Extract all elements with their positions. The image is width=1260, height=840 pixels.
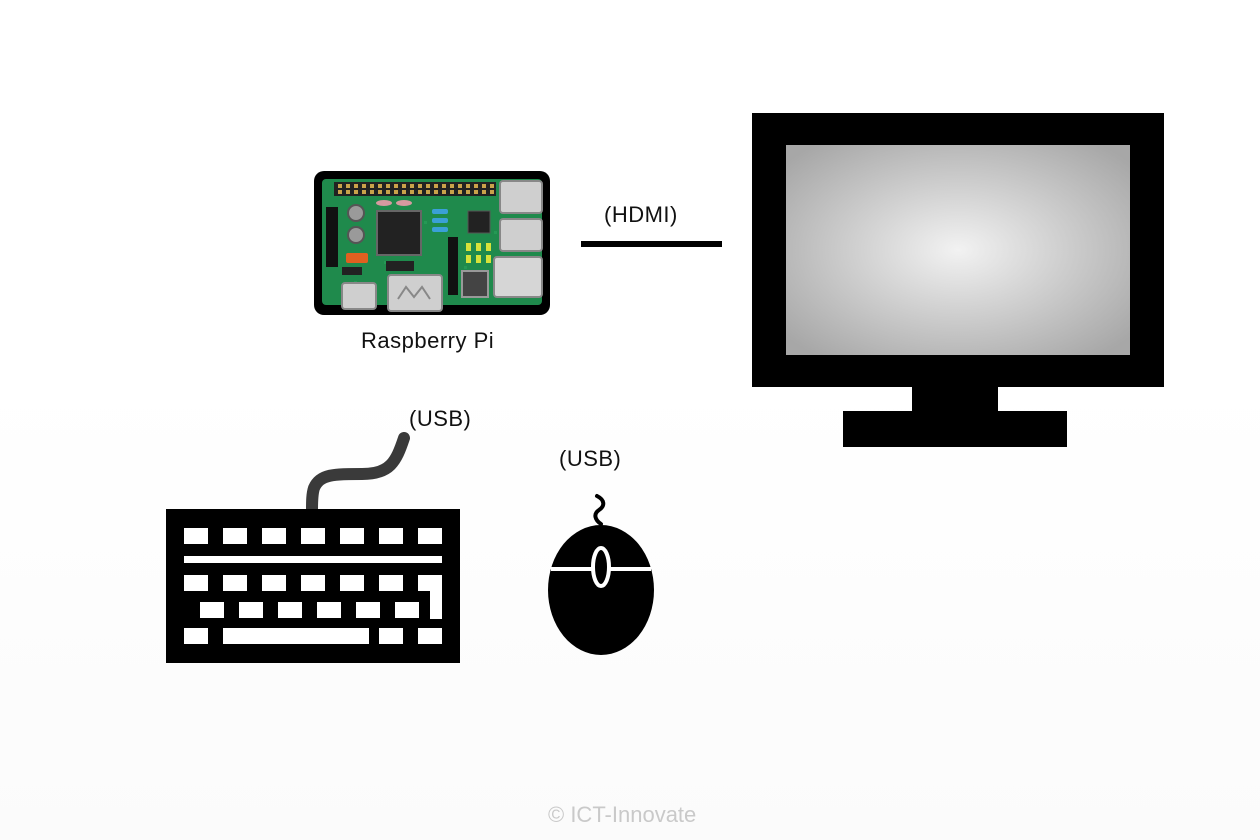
hdmi-cable-line xyxy=(581,241,722,247)
mouse-icon xyxy=(545,492,657,658)
keyboard-icon xyxy=(166,432,462,664)
mouse-usb-label: (USB) xyxy=(559,446,622,471)
keyboard-usb-label: (USB) xyxy=(409,406,472,431)
raspberry-pi-label: Raspberry Pi xyxy=(361,328,495,353)
monitor-icon xyxy=(752,113,1164,449)
raspberry-pi-board-icon xyxy=(314,171,550,315)
hdmi-label: (HDMI) xyxy=(604,202,678,227)
copyright-footer: © ICT-Innovate xyxy=(548,802,697,827)
